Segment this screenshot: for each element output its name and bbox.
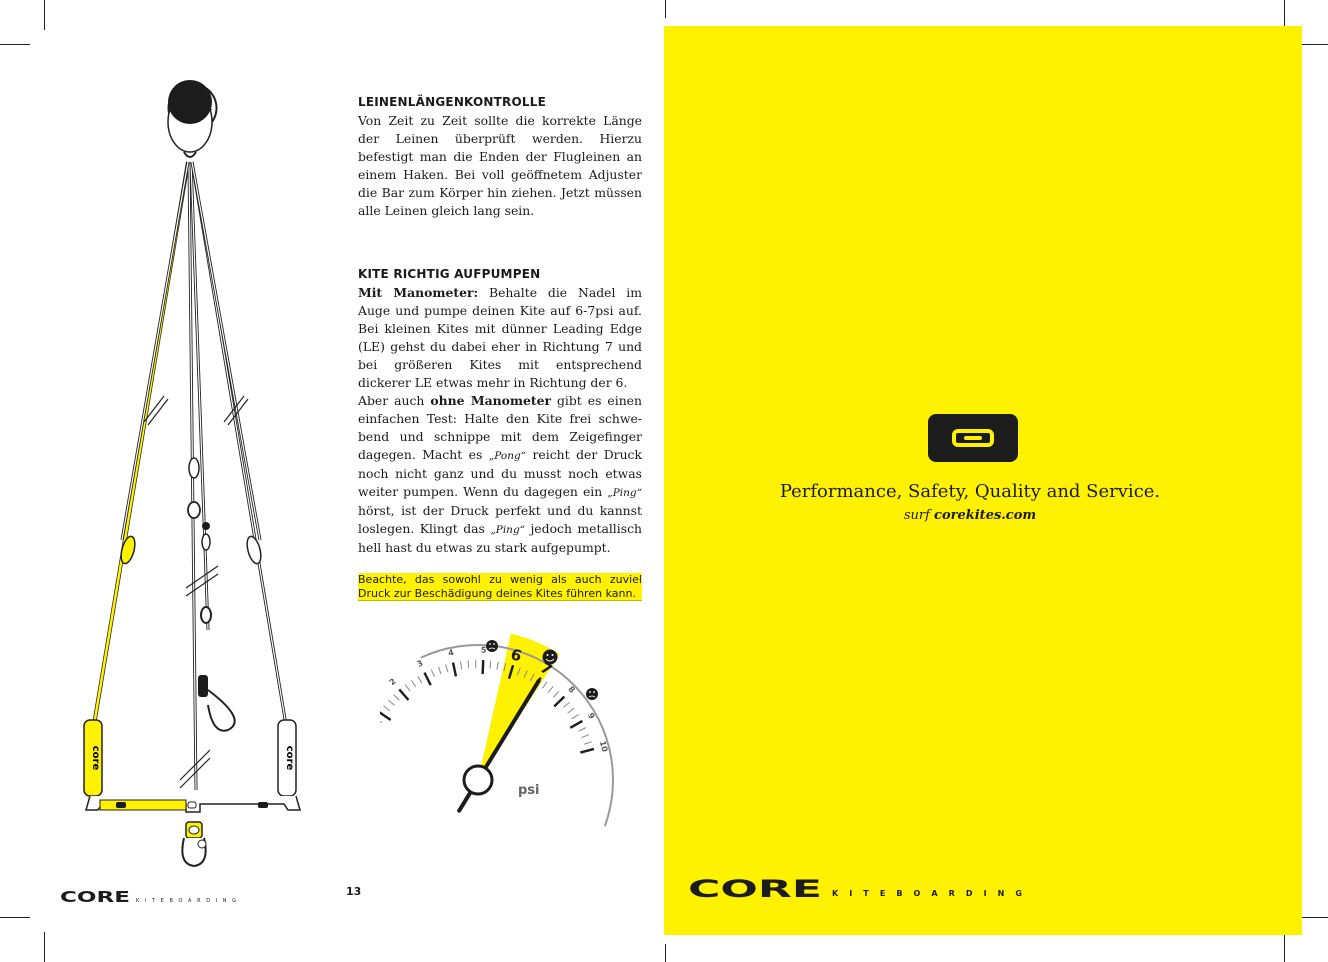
gauge-minor-tick bbox=[516, 667, 521, 676]
sad-face-icon bbox=[586, 688, 598, 700]
gauge-minor-tick bbox=[571, 714, 579, 720]
website-link[interactable]: corekites.com bbox=[934, 508, 1037, 523]
gauge-minor-tick bbox=[529, 673, 535, 682]
gauge-minor-tick bbox=[380, 720, 383, 723]
logo-subtitle: K I T E B O A R D I N G bbox=[136, 898, 236, 904]
bold-term: ohne Manometer bbox=[430, 393, 552, 408]
core-kiteboarding-logo: CORE K I T E B O A R D I N G bbox=[688, 876, 1022, 900]
gauge-unit: psi bbox=[518, 783, 540, 798]
section-inflate-kite: KITE RICHTIG AUFPUMPEN Mit Manometer: Be… bbox=[358, 267, 642, 557]
gauge-hub bbox=[462, 764, 494, 796]
gauge-minor-tick bbox=[581, 734, 590, 739]
gauge-major-tick bbox=[451, 662, 458, 677]
crop-mark bbox=[44, 932, 45, 962]
back-cover-panel: Performance, Safety, Quality and Service… bbox=[664, 26, 1302, 935]
gauge-minor-tick bbox=[523, 670, 528, 679]
section-body-p2: Aber auch ohne Manometer gibt es einen e… bbox=[358, 392, 642, 557]
gauge-outer-arc bbox=[420, 644, 614, 827]
gauge-minor-tick bbox=[393, 694, 400, 701]
warning-note: Beachte, das sowohl zu wenig als auch zu… bbox=[358, 573, 642, 602]
ping-word: „Ping“ bbox=[607, 487, 642, 499]
website-line: surf corekites.com bbox=[664, 508, 1276, 523]
happy-face-icon bbox=[542, 649, 558, 665]
crop-mark bbox=[1298, 44, 1328, 45]
gauge-minor-tick bbox=[578, 727, 587, 732]
control-bar-illustration: core core bbox=[83, 80, 301, 868]
gauge-minor-tick bbox=[430, 669, 435, 678]
body-span: gibt es einen einfachen Test: Halte den … bbox=[358, 393, 642, 462]
gauge-minor-tick bbox=[496, 661, 499, 670]
gauge-tick-label: 8 bbox=[566, 685, 577, 696]
gauge-major-tick bbox=[580, 747, 595, 754]
core-badge-icon bbox=[928, 414, 1018, 462]
gauge-minor-tick bbox=[563, 701, 570, 708]
crop-mark bbox=[665, 944, 666, 962]
body-span: hörst, ist der Druck perfekt und du kann… bbox=[358, 503, 642, 536]
gauge-minor-tick bbox=[388, 699, 395, 706]
gauge-major-tick bbox=[398, 688, 410, 701]
gauge-minor-tick bbox=[553, 691, 560, 698]
gauge-major-tick bbox=[553, 695, 566, 708]
gauge-major-tick bbox=[423, 672, 432, 686]
bold-term: Mit Manometer: bbox=[358, 285, 479, 300]
gauge-major-tick bbox=[507, 664, 515, 679]
logo-word: CORE bbox=[60, 889, 130, 905]
crop-mark bbox=[0, 917, 30, 918]
sad-face-icon bbox=[486, 640, 498, 652]
ping-word: „Ping“ bbox=[490, 524, 526, 536]
section-heading: KITE RICHTIG AUFPUMPEN bbox=[358, 267, 541, 281]
gauge-minor-tick bbox=[417, 675, 423, 684]
body-span: Behalte die Nadel im Auge und pumpe dein… bbox=[358, 285, 643, 390]
body-span: reicht der Druck noch nicht ganz und du … bbox=[358, 447, 643, 499]
gauge-tick-label: 2 bbox=[388, 677, 398, 687]
gauge-minor-tick bbox=[583, 741, 592, 745]
section-body-p1: Mit Manometer: Behalte die Nadel im Auge… bbox=[358, 284, 642, 392]
gauge-minor-tick bbox=[547, 686, 554, 693]
gauge-minor-tick bbox=[445, 664, 449, 673]
core-kiteboarding-logo-small: CORE K I T E B O A R D I N G bbox=[60, 889, 236, 905]
pressure-gauge: 012345678910 psi bbox=[380, 633, 614, 827]
section-line-length: LEINENLÄNGENKONTROLLE Von Zeit zu Zeit s… bbox=[358, 95, 642, 220]
gauge-minor-tick bbox=[542, 681, 548, 689]
section-heading: LEINENLÄNGENKONTROLLE bbox=[358, 95, 546, 109]
gauge-minor-tick bbox=[383, 705, 391, 712]
gauge-minor-tick bbox=[410, 679, 417, 688]
crop-mark bbox=[1284, 932, 1285, 962]
brand-tagline: Performance, Safety, Quality and Service… bbox=[779, 481, 1161, 502]
section-body: Von Zeit zu Zeit sollte die korrekte Län… bbox=[358, 113, 642, 218]
gauge-minor-tick bbox=[567, 707, 575, 714]
logo-word: CORE bbox=[688, 876, 822, 900]
gauge-major-tick bbox=[481, 660, 485, 675]
crop-mark bbox=[1298, 917, 1328, 918]
crop-mark bbox=[44, 0, 45, 30]
gauge-tick-label: 5 bbox=[481, 646, 487, 655]
body-span: jedoch metallisch hell hast du etwas zu … bbox=[358, 521, 642, 555]
gauge-major-tick bbox=[380, 711, 392, 721]
gauge-minor-tick bbox=[437, 666, 442, 675]
gauge-minor-tick bbox=[460, 661, 463, 670]
gauge-tick-label: 9 bbox=[586, 711, 597, 721]
crop-mark bbox=[665, 0, 666, 18]
gauge-minor-tick bbox=[404, 684, 411, 692]
bar-brand-left: core bbox=[90, 746, 101, 771]
gauge-tick-label: 4 bbox=[447, 648, 455, 658]
gauge-minor-tick bbox=[467, 660, 470, 669]
pong-word: „Pong“ bbox=[488, 450, 527, 462]
gauge-tick-label: 10 bbox=[598, 740, 610, 754]
gauge-tick-label: 6 bbox=[509, 645, 524, 665]
website-prefix: surf bbox=[903, 508, 935, 523]
crop-mark bbox=[0, 44, 30, 45]
crop-mark bbox=[1284, 0, 1285, 30]
bar-brand-right: core bbox=[284, 746, 295, 771]
gauge-major-tick bbox=[569, 719, 584, 729]
gauge-minor-tick bbox=[489, 660, 492, 669]
logo-subtitle: K I T E B O A R D I N G bbox=[832, 889, 1022, 898]
page-number: 13 bbox=[346, 885, 362, 898]
gauge-tick-label: 3 bbox=[415, 658, 424, 669]
body-span: Aber auch bbox=[358, 393, 431, 408]
gauge-minor-tick bbox=[503, 663, 507, 672]
